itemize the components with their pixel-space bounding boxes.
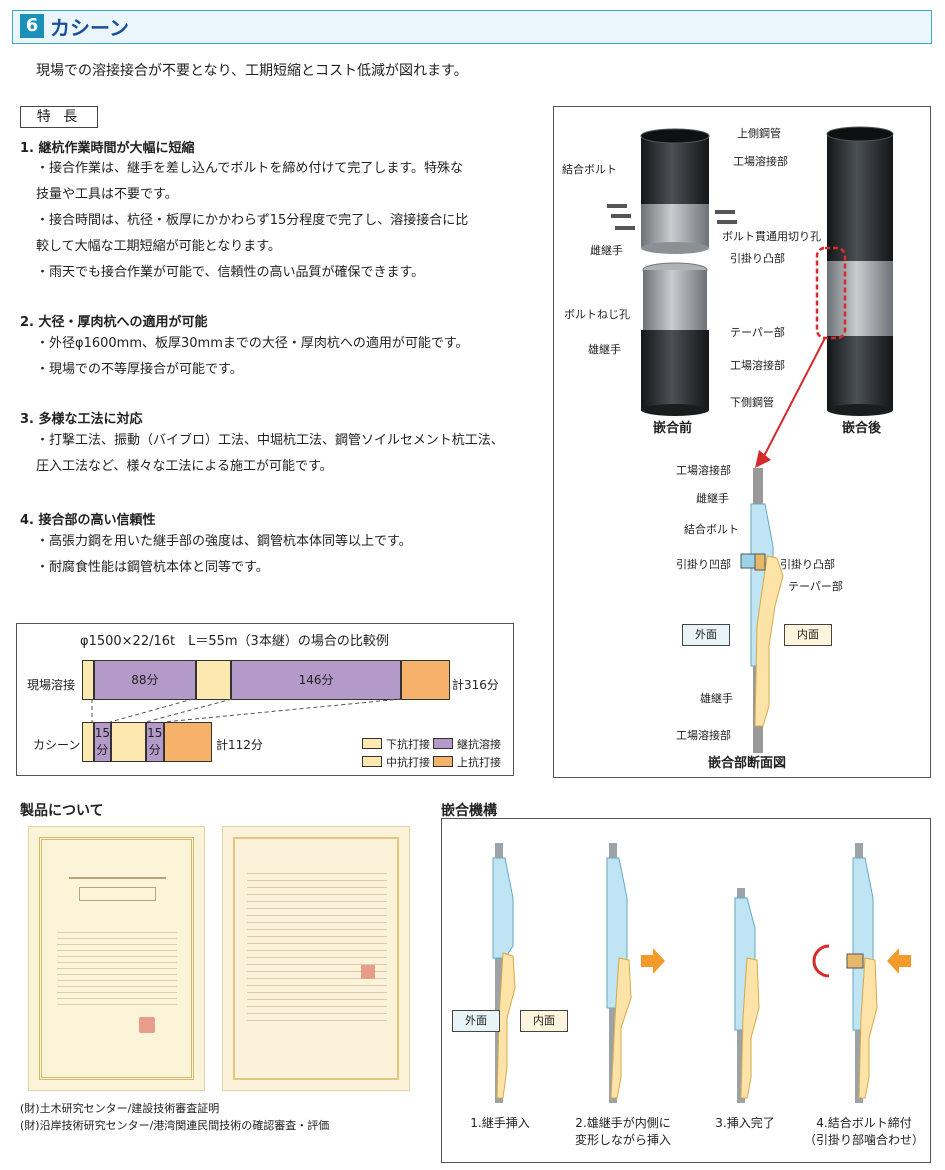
product-caption-1: (財)土木研究センター/建設技術審査証明 — [20, 1102, 220, 1115]
joint-diagram — [607, 126, 894, 753]
step-4 — [812, 843, 911, 1103]
push-arrow-left — [887, 948, 911, 974]
label-upper-pipe: 上側鋼管 — [737, 127, 781, 140]
sec-label-weld-top: 工場溶接部 — [676, 464, 731, 477]
sec-label-female: 雌継手 — [696, 492, 729, 505]
feature-4-heading: 4. 接合部の高い信頼性 — [20, 513, 156, 528]
row-label-kashin: カシーン — [33, 738, 81, 752]
label-bolt: 結合ボルト — [562, 163, 617, 176]
section-header-bar — [12, 10, 932, 44]
certificate-image-1 — [28, 826, 205, 1091]
sec-label-inner: 内面 — [784, 624, 832, 646]
total-field-weld: 計316分 — [452, 678, 499, 692]
push-arrow-right — [641, 948, 665, 974]
feature-3-heading: 3. 多様な工法に対応 — [20, 412, 143, 427]
legend-weld: 継抗溶接 — [457, 738, 501, 751]
step-1 — [492, 843, 516, 1103]
legend-middle: 中抗打接 — [386, 756, 430, 769]
section-caption: 嵌合部断面図 — [708, 756, 787, 771]
comparison-chart-frame — [16, 623, 514, 776]
legend-swatch-lower — [362, 738, 382, 749]
mechanism-diagram — [492, 843, 911, 1103]
mechanism-title: 嵌合機構 — [441, 803, 497, 819]
product-caption-2: (財)沿岸技術研究センター/港湾関連民間技術の確認審査・評価 — [20, 1119, 330, 1132]
chart-title: φ1500×22/16t L＝55m（3本継）の場合の比較例 — [80, 634, 389, 649]
label-hook-convex: 引掛り凸部 — [730, 252, 785, 265]
mech-label-outer: 外面 — [452, 1010, 500, 1032]
step-3 — [734, 888, 760, 1103]
caption-before: 嵌合前 — [653, 421, 693, 436]
mechanism-frame — [441, 818, 931, 1163]
mech-label-inner: 内面 — [520, 1010, 568, 1032]
legend-swatch-upper — [433, 756, 453, 767]
sec-label-bolt: 結合ボルト — [684, 523, 739, 536]
section-male — [754, 555, 784, 727]
feature-2-body: ・外径φ1600mm、板厚30mmまでの大径・厚肉杭への適用が可能です。・現場で… — [36, 336, 469, 377]
step-caption-3: 3.挿入完了 — [715, 1116, 775, 1130]
feature-2-heading: 2. 大径・厚肉杭への適用が可能 — [20, 315, 208, 330]
sec-label-male: 雄継手 — [700, 692, 733, 705]
female-joint — [641, 204, 709, 248]
features-label: 特 長 — [20, 106, 98, 128]
joint-diagram-frame — [553, 106, 931, 778]
step-caption-1: 1.継手挿入 — [470, 1116, 530, 1130]
sec-label-weld-bottom: 工場溶接部 — [676, 729, 731, 742]
label-lower-pipe: 下側鋼管 — [730, 396, 774, 409]
after-upper-pipe — [827, 134, 893, 264]
legend-lower: 下抗打接 — [386, 738, 430, 751]
sec-label-hook-convex: 引掛り凸部 — [780, 558, 835, 571]
label-bolt-hole: ボルト貫通用切り孔 — [722, 230, 821, 243]
caption-after: 嵌合後 — [842, 421, 882, 436]
label-male: 雄継手 — [588, 343, 621, 356]
row-label-field-weld: 現場溶接 — [27, 678, 76, 692]
step-caption-4: 4.結合ボルト締付 （引掛り部噛合わせ） — [803, 1116, 924, 1147]
intro-text: 現場での溶接接合が不要となり、工期短縮とコスト低減が図れます。 — [36, 63, 468, 79]
certificate-image-2 — [222, 826, 410, 1091]
label-taper: テーパー部 — [730, 326, 785, 339]
label-bolt-screw: ボルトねじ孔 — [564, 308, 630, 321]
sec-label-hook-concave: 引掛り凹部 — [676, 558, 731, 571]
step-caption-2: 2.雄継手が内側に 変形しながら挿入 — [574, 1116, 671, 1147]
step-2 — [606, 843, 665, 1103]
lower-pipe — [641, 330, 709, 410]
sec-label-taper: テーパー部 — [788, 580, 843, 593]
products-title: 製品について — [20, 803, 104, 819]
zoom-indicator — [815, 246, 847, 340]
feature-3-body: ・打撃工法、振動（バイブロ）工法、中堀杭工法、鋼管ソイルセメント杭工法、圧入工法… — [36, 433, 504, 474]
male-joint — [643, 270, 707, 330]
legend-swatch-middle — [362, 756, 382, 767]
label-factory-weld-1: 工場溶接部 — [733, 155, 788, 168]
legend-upper: 上抗打接 — [457, 756, 501, 769]
label-female: 雌継手 — [590, 244, 623, 257]
legend-swatch-weld — [433, 738, 453, 749]
total-kashin: 計112分 — [216, 738, 263, 752]
section-number-badge: 6 — [20, 14, 44, 38]
section-title: カシーン — [50, 16, 129, 40]
feature-4-body: ・高張力鋼を用いた継手部の強度は、鋼管杭本体同等以上です。・耐腐食性能は鋼管杭本… — [36, 534, 412, 575]
feature-1-heading: 1. 継杭作業時間が大幅に短縮 — [20, 141, 195, 156]
label-factory-weld-2: 工場溶接部 — [730, 359, 785, 372]
sec-label-outer: 外面 — [682, 624, 730, 646]
feature-1-body: ・接合作業は、継手を差し込んでボルトを締め付けて完了します。特殊な技量や工具は不… — [36, 161, 469, 280]
rotate-arrow — [812, 944, 830, 978]
upper-pipe — [641, 136, 709, 206]
